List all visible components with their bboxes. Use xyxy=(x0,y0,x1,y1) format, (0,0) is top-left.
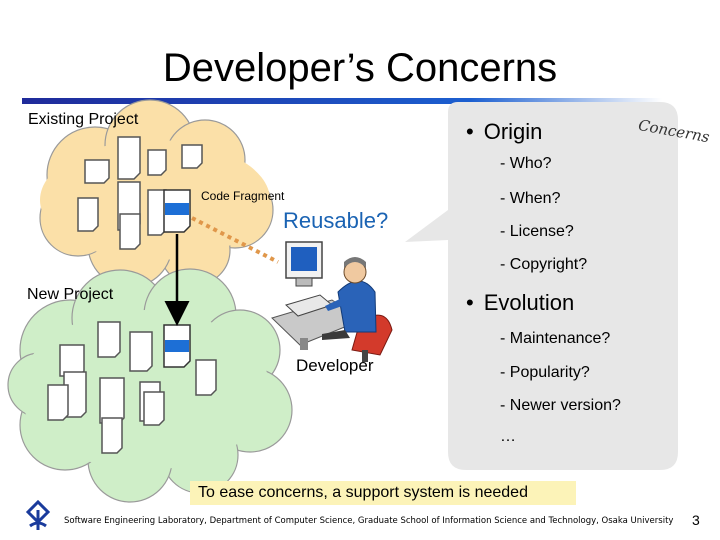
code-fragment-label: Code Fragment xyxy=(201,189,285,203)
developer-label: Developer xyxy=(296,356,374,375)
new-project-label: New Project xyxy=(27,286,114,303)
new-project-files xyxy=(47,321,217,454)
title-rule xyxy=(22,98,662,104)
evolution-item: - Popularity? xyxy=(500,364,590,381)
slide-title: Developer’s Concerns xyxy=(162,46,558,90)
bullet-dot: • xyxy=(466,290,474,315)
code-fragment-copy xyxy=(163,324,191,368)
origin-title: Origin xyxy=(483,119,543,144)
origin-item: - License? xyxy=(500,223,574,240)
conclusion-highlight xyxy=(190,481,576,505)
existing-project-files xyxy=(77,136,203,250)
lab-footer: Software Engineering Laboratory, Departm… xyxy=(64,516,674,526)
evolution-item: - Newer version? xyxy=(500,397,621,414)
conclusion-text: To ease concerns, a support system is ne… xyxy=(198,484,528,501)
origin-item: - Copyright? xyxy=(500,256,588,273)
developer-illustration xyxy=(271,241,393,362)
existing-project-label: Existing Project xyxy=(28,111,139,128)
evolution-item: … xyxy=(500,428,516,445)
evolution-bullet: • Evolution xyxy=(466,290,574,316)
reusable-question: Reusable? xyxy=(283,208,389,233)
bullet-dot: • xyxy=(466,119,474,144)
evolution-item: - Maintenance? xyxy=(500,330,611,347)
page-number: 3 xyxy=(692,512,700,528)
origin-bullet: • Origin xyxy=(466,119,542,145)
concern-callout xyxy=(405,102,678,470)
reuse-dashed-link xyxy=(191,216,279,264)
evolution-title: Evolution xyxy=(483,290,575,315)
origin-item: - Who? xyxy=(500,155,552,172)
origin-item: - When? xyxy=(500,190,561,207)
code-fragment-source xyxy=(163,189,191,233)
university-logo xyxy=(25,499,51,530)
